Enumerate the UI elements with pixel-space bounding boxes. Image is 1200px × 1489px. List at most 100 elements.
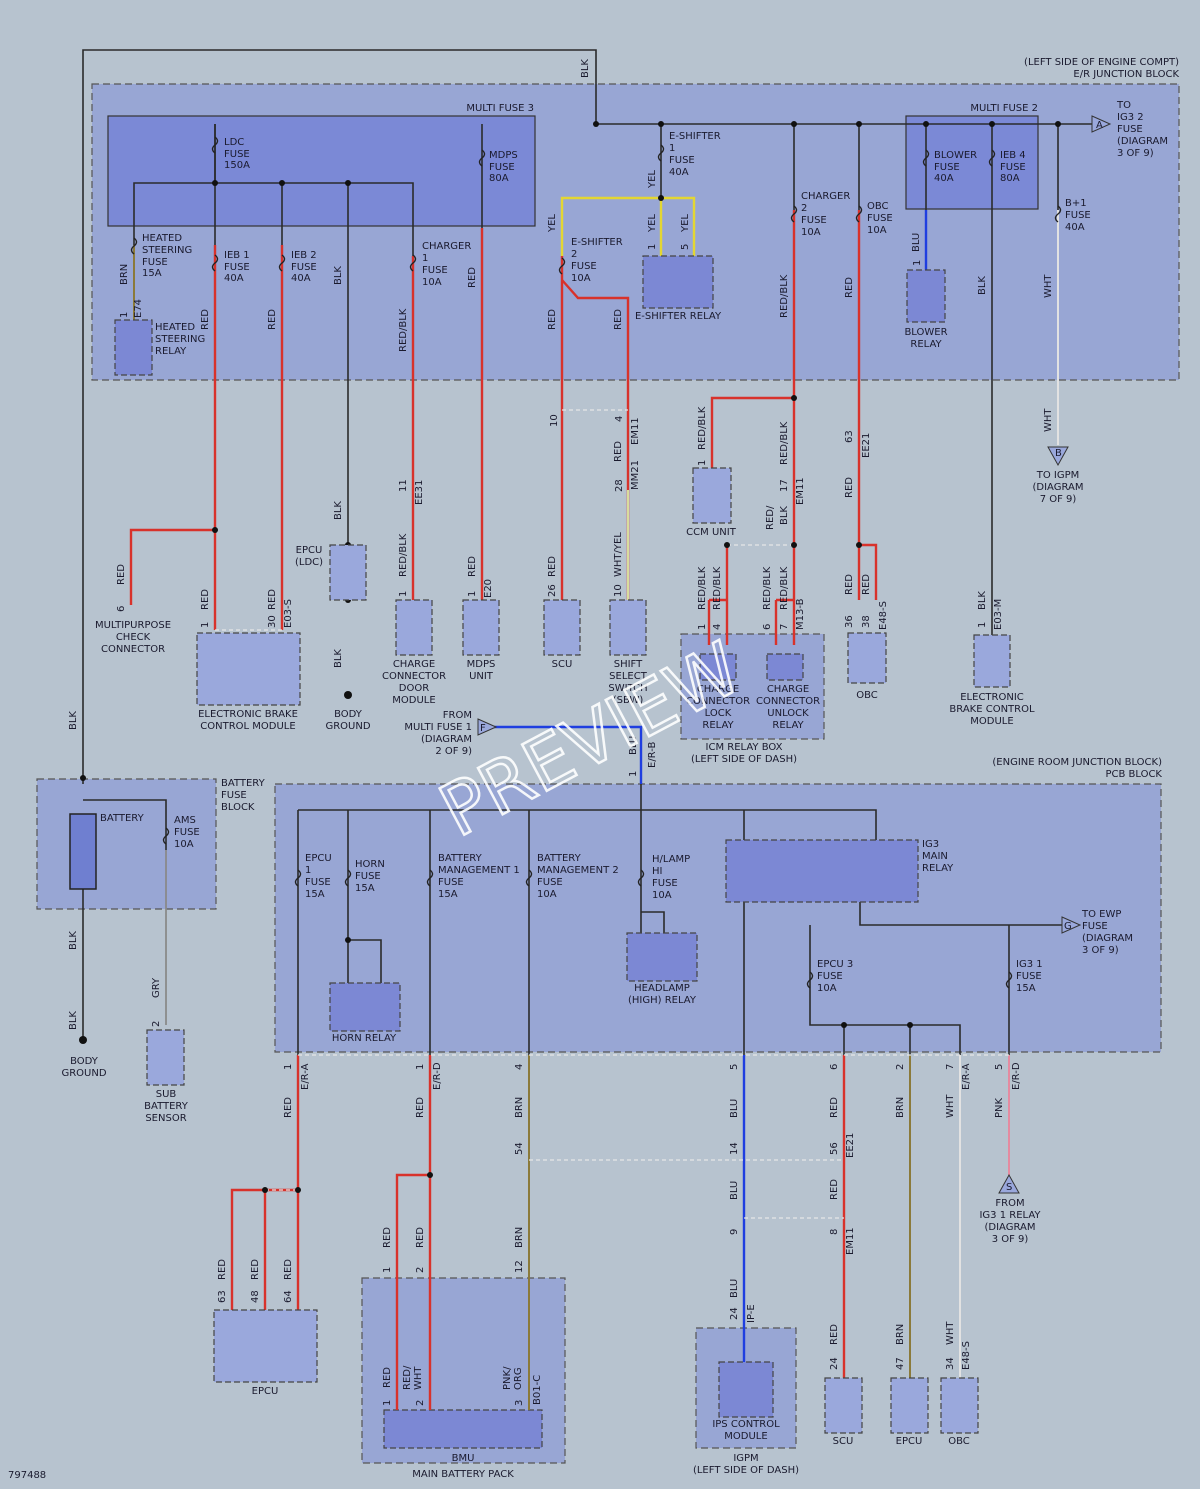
ref-to-ig32: TO IG3 2 FUSE (DIAGRAM 3 OF 9) (1116, 100, 1168, 159)
ips-label-1: IPS CONTROL (712, 1419, 780, 1430)
charge-door-module (395, 599, 433, 656)
svg-text:63: 63 (217, 1290, 228, 1303)
svg-text:YEL: YEL (647, 170, 658, 189)
svg-text:IP-E: IP-E (746, 1304, 757, 1323)
svg-text:RED/BLK: RED/BLK (697, 406, 708, 450)
svg-text:RED: RED (217, 1259, 228, 1280)
svg-text:RED: RED (382, 1227, 393, 1248)
svg-text:SENSOR: SENSOR (145, 1113, 186, 1124)
svg-text:1: 1 (398, 591, 409, 597)
svg-text:FUSE: FUSE (571, 261, 597, 272)
svg-text:OBC: OBC (856, 690, 878, 701)
svg-text:12: 12 (514, 1260, 525, 1273)
svg-text:HI: HI (652, 866, 662, 877)
svg-text:FUSE: FUSE (438, 877, 464, 888)
svg-text:OBC: OBC (867, 201, 889, 212)
ref-s-arrow (998, 1173, 1020, 1194)
svg-text:RED: RED (829, 1324, 840, 1345)
pcb-horn-relay (348, 939, 382, 985)
ref-g-letter: G (1064, 921, 1072, 932)
svg-text:MODULE: MODULE (392, 695, 435, 706)
svg-text:5: 5 (729, 1064, 740, 1070)
svg-text:BRAKE CONTROL: BRAKE CONTROL (949, 704, 1035, 715)
pin-numbers: 1 1 1 5 10 4 28 11 1 17 63 6 1 30 1 1 26… (116, 244, 1005, 1406)
pcb-hlamp-relay (641, 911, 665, 935)
ref-a-letter: A (1096, 120, 1103, 131)
svg-text:(HIGH) RELAY: (HIGH) RELAY (628, 995, 697, 1006)
obc-2 (940, 1377, 979, 1434)
svg-text:RELAY: RELAY (910, 339, 942, 350)
svg-text:BLK: BLK (977, 276, 988, 295)
wire-red-multipurpose (129, 528, 215, 605)
svg-text:CHECK: CHECK (116, 632, 151, 643)
svg-text:6: 6 (762, 624, 773, 630)
svg-text:SCU: SCU (833, 1436, 854, 1447)
svg-text:28: 28 (614, 479, 625, 492)
battery-label: BATTERY (100, 813, 145, 824)
battery (69, 813, 97, 890)
svg-text:BLK: BLK (779, 506, 790, 525)
svg-text:150A: 150A (224, 160, 250, 171)
pcb-label-1: (ENGINE ROOM JUNCTION BLOCK) (992, 757, 1162, 768)
svg-text:10A: 10A (571, 273, 591, 284)
svg-text:26: 26 (547, 584, 558, 597)
ig3-relay-label-1: IG3 (922, 839, 939, 850)
svg-text:RED/BLK: RED/BLK (398, 533, 409, 577)
ref-to-igpm: TO IGPM (DIAGRAM 7 OF 9) (1033, 470, 1084, 505)
svg-text:E/R-A: E/R-A (961, 1063, 972, 1090)
svg-text:54: 54 (514, 1142, 525, 1155)
svg-text:63: 63 (844, 430, 855, 443)
svg-text:1: 1 (912, 260, 923, 266)
svg-text:RELAY: RELAY (772, 720, 804, 731)
svg-text:EPCU: EPCU (252, 1386, 279, 1397)
svg-text:E/R-D: E/R-D (432, 1062, 443, 1090)
svg-text:WHT: WHT (1043, 274, 1054, 298)
svg-text:EPCU 3: EPCU 3 (817, 959, 853, 970)
svg-text:FUSE: FUSE (291, 262, 317, 273)
svg-text:11: 11 (398, 479, 409, 492)
svg-text:10A: 10A (174, 839, 194, 850)
svg-text:BODY: BODY (334, 709, 363, 720)
svg-text:40A: 40A (291, 273, 311, 284)
svg-text:FUSE: FUSE (934, 162, 960, 173)
svg-text:HORN RELAY: HORN RELAY (332, 1033, 397, 1044)
svg-text:RED/BLK: RED/BLK (779, 274, 790, 318)
svg-text:RED: RED (415, 1097, 426, 1118)
svg-text:10A: 10A (652, 890, 672, 901)
svg-text:FUSE: FUSE (1082, 921, 1108, 932)
svg-text:BRN: BRN (514, 1227, 525, 1248)
svg-text:E48-S: E48-S (961, 1341, 972, 1370)
svg-text:64: 64 (283, 1290, 294, 1303)
bmu-label: BMU (452, 1453, 475, 1464)
svg-text:5: 5 (680, 244, 691, 250)
svg-text:(DIAGRAM: (DIAGRAM (1033, 482, 1084, 493)
svg-text:EE31: EE31 (414, 480, 425, 505)
ips-label-2: MODULE (724, 1431, 767, 1442)
svg-text:CHARGER: CHARGER (422, 241, 471, 252)
svg-text:BATTERY: BATTERY (438, 853, 483, 864)
svg-text:HEATED: HEATED (155, 322, 195, 333)
svg-text:FUSE: FUSE (224, 149, 250, 160)
svg-text:FUSE: FUSE (817, 971, 843, 982)
svg-text:BRN: BRN (895, 1097, 906, 1118)
headlamp-relay (626, 932, 698, 982)
epcu-box (213, 1309, 318, 1383)
svg-text:RED: RED (467, 556, 478, 577)
horn-relay (329, 982, 401, 1032)
svg-text:FUSE: FUSE (652, 878, 678, 889)
svg-text:BLK: BLK (580, 59, 591, 78)
svg-text:TO IGPM: TO IGPM (1036, 470, 1080, 481)
svg-text:RED: RED (844, 574, 855, 595)
svg-text:DOOR: DOOR (399, 683, 429, 694)
svg-text:E/R-D: E/R-D (1011, 1062, 1022, 1090)
svg-text:7 OF 9): 7 OF 9) (1040, 494, 1077, 505)
svg-text:FUSE: FUSE (801, 215, 827, 226)
ref-f-arrow (477, 718, 498, 736)
svg-text:FUSE: FUSE (1065, 210, 1091, 221)
svg-text:HORN: HORN (355, 859, 385, 870)
svg-text:SELECT: SELECT (609, 671, 648, 682)
svg-text:GROUND: GROUND (325, 721, 370, 732)
svg-text:CCM UNIT: CCM UNIT (686, 527, 737, 538)
svg-text:6: 6 (829, 1064, 840, 1070)
pcb-label-2: PCB BLOCK (1105, 769, 1162, 780)
